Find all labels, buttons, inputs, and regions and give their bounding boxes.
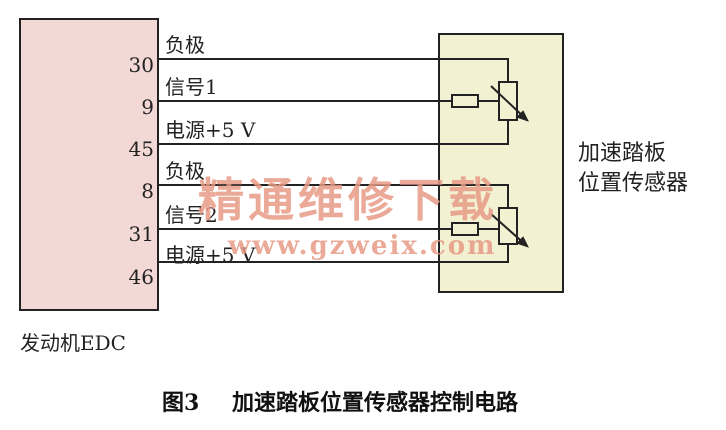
potentiometer-2	[439, 184, 529, 263]
pin-number: 9	[141, 95, 154, 119]
pin-number: 46	[129, 265, 154, 289]
ecu-label: 发动机EDC	[20, 331, 126, 355]
pin-number: 45	[129, 137, 154, 161]
figure-number: 图3	[162, 390, 199, 416]
wire-label: 信号2	[165, 203, 218, 227]
potentiometer-1	[439, 58, 529, 145]
pin-number: 31	[129, 222, 154, 246]
watermark-text: 精通维修下载	[198, 173, 498, 227]
wire-label: 信号1	[165, 75, 218, 99]
pin-number: 8	[141, 179, 154, 203]
sensor-block	[438, 33, 564, 293]
sensor-label-line1: 加速踏板	[578, 141, 666, 166]
pin-numbers: 30 9 45 8 31 46	[129, 53, 154, 289]
watermark-url: www.gzweix.com	[227, 231, 497, 261]
wire-label: 电源+5 V	[165, 243, 256, 267]
sensor-label-line2: 位置传感器	[578, 171, 688, 196]
pin-number: 30	[129, 53, 154, 77]
ecu-block	[19, 18, 159, 311]
wire-label: 电源+5 V	[165, 118, 256, 142]
figure-caption: 加速踏板位置传感器控制电路	[231, 390, 519, 416]
wires	[158, 58, 439, 263]
wire-labels: 负极 信号1 电源+5 V 负极 信号2 电源+5 V	[165, 33, 256, 267]
wire-label: 负极	[165, 33, 205, 57]
wire-label: 负极	[165, 159, 205, 183]
